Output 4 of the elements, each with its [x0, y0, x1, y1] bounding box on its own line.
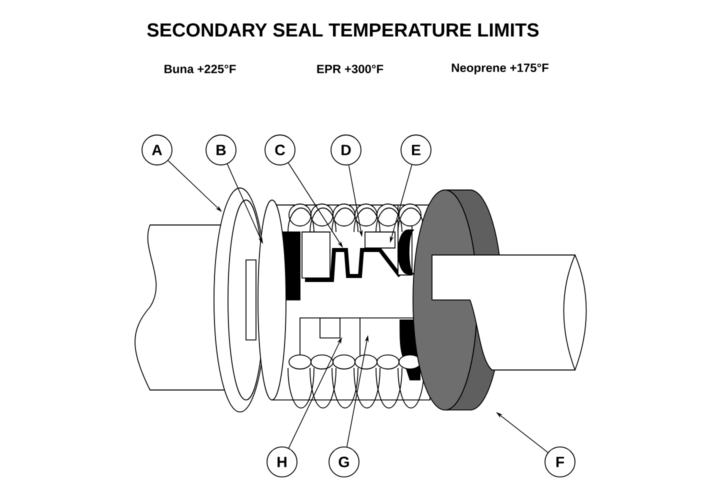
temperature-label: Neoprene +175°F [452, 64, 548, 74]
temperature-label: Buna +225°F [164, 64, 236, 74]
title: SECONDARY SEAL TEMPERATURE LIMITS [147, 23, 539, 37]
temperature-label: EPR +300°F [317, 64, 384, 74]
